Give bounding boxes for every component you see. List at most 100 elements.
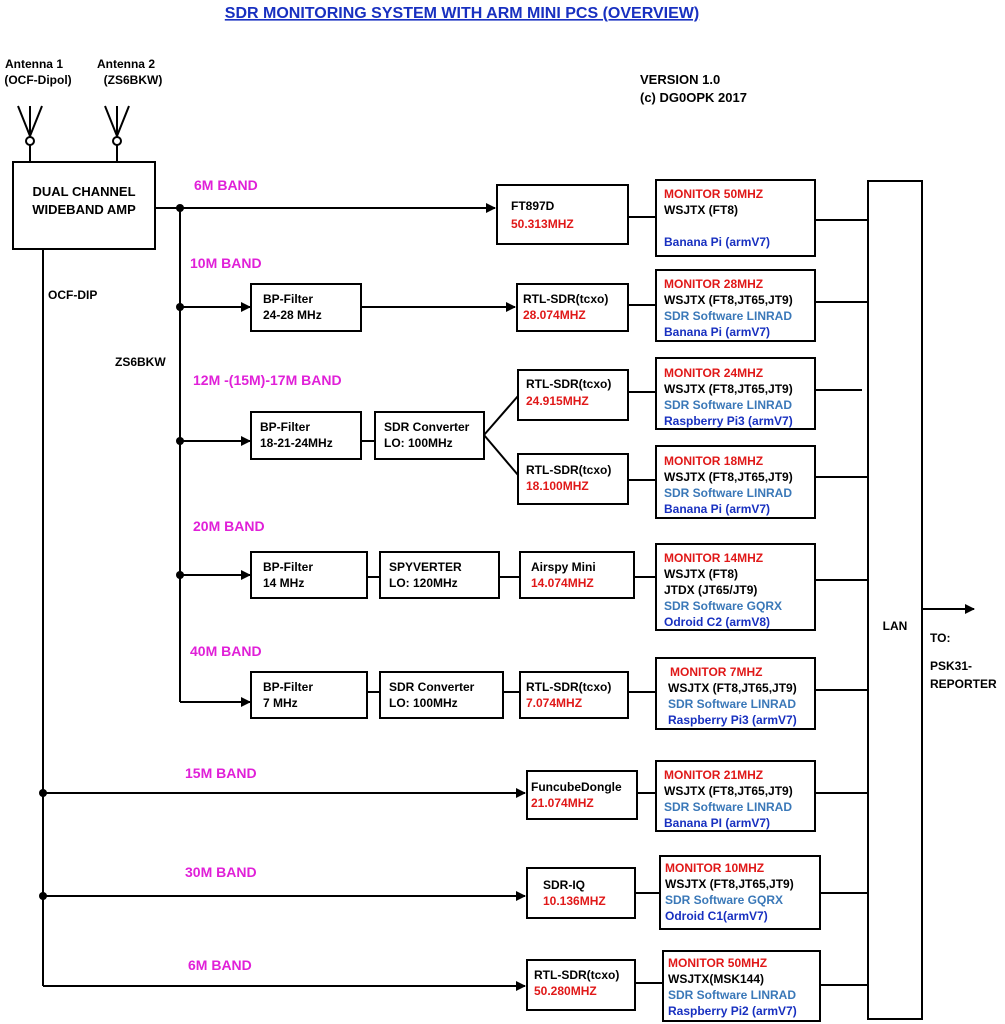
monitor-sdr-software: SDR Software GQRX — [664, 599, 782, 613]
monitor-software: WSJTX (FT8,JT65,JT9) — [664, 470, 793, 484]
antenna-2-type-label: (ZS6BKW) — [104, 73, 163, 87]
version-label: VERSION 1.0 — [640, 72, 720, 87]
band-label-10m: 10M BAND — [190, 255, 262, 271]
monitor-title: MONITOR 28MHZ — [664, 277, 763, 291]
filter-label: BP-Filter — [263, 560, 313, 574]
monitor-sdr-software: SDR Software GQRX — [665, 893, 783, 907]
receiver-freq: 50.313MHZ — [511, 217, 574, 231]
converter-lo: LO: 100MHz — [384, 436, 453, 450]
monitor-title: MONITOR 14MHZ — [664, 551, 763, 565]
monitor-10mhz: MONITOR 10MHZ WSJTX (FT8,JT65,JT9) SDR S… — [659, 855, 821, 930]
antenna-1-icon — [17, 105, 43, 162]
band-label-20m: 20M BAND — [193, 518, 265, 534]
monitor-sdr-software: SDR Software LINRAD — [664, 309, 792, 323]
monitor-title: MONITOR 50MHZ — [664, 187, 763, 201]
lan-label: LAN — [883, 619, 908, 633]
converter-lo: LO: 100MHz — [389, 696, 458, 710]
band-label-6m: 6M BAND — [194, 177, 258, 193]
monitor-14mhz: MONITOR 14MHZ WSJTX (FT8) JTDX (JT65/JT9… — [655, 543, 816, 631]
monitor-sdr-software: SDR Software LINRAD — [668, 697, 796, 711]
receiver-name: Airspy Mini — [531, 560, 596, 574]
monitor-board: Banana Pi (armV7) — [664, 502, 770, 516]
monitor-24mhz: MONITOR 24MHZ WSJTX (FT8,JT65,JT9) SDR S… — [655, 357, 816, 430]
receiver-rtl-50mhz: RTL-SDR(tcxo) 50.280MHZ — [526, 959, 636, 1011]
amp-label-2: WIDEBAND AMP — [32, 202, 136, 217]
diagram-title: SDR MONITORING SYSTEM WITH ARM MINI PCS … — [225, 5, 699, 22]
amp-label-1: DUAL CHANNEL — [32, 184, 135, 199]
antenna-2-label: Antenna 2 — [97, 57, 155, 71]
monitor-board: Odroid C1(armV7) — [665, 909, 768, 923]
receiver-name: RTL-SDR(tcxo) — [526, 463, 611, 477]
monitor-board: Raspberry Pi3 (armV7) — [668, 713, 797, 727]
zs6-feed-label: ZS6BKW — [115, 355, 166, 369]
band-label-6m-ocf: 6M BAND — [188, 957, 252, 973]
filter-label: BP-Filter — [260, 420, 310, 434]
filter-range: 18-21-24MHz — [260, 436, 333, 450]
monitor-software: WSJTX (FT8,JT65,JT9) — [664, 293, 793, 307]
receiver-freq: 7.074MHZ — [526, 696, 582, 710]
receiver-freq: 10.136MHZ — [543, 894, 606, 908]
band-label-12-17m: 12M -(15M)-17M BAND — [193, 372, 342, 388]
monitor-software: WSJTX (FT8,JT65,JT9) — [668, 681, 797, 695]
monitor-50mhz: MONITOR 50MHZ WSJTX (FT8) Banana Pi (arm… — [655, 179, 816, 257]
antenna-1-label: Antenna 1 — [5, 57, 63, 71]
output-reporter-2: REPORTER — [930, 677, 997, 691]
connection-lines — [43, 203, 975, 991]
monitor-21mhz: MONITOR 21MHZ WSJTX (FT8,JT65,JT9) SDR S… — [655, 760, 816, 832]
monitor-software: WSJTX (FT8,JT65,JT9) — [664, 784, 793, 798]
wideband-amp: DUAL CHANNEL WIDEBAND AMP — [12, 161, 156, 250]
monitor-software: WSJTX (FT8,JT65,JT9) — [664, 382, 793, 396]
monitor-board: Banana PI (armV7) — [664, 816, 770, 830]
copyright-label: (c) DG0OPK 2017 — [640, 90, 747, 105]
receiver-funcube: FuncubeDongle 21.074MHZ — [526, 770, 638, 820]
monitor-board: Banana Pi (armV7) — [664, 325, 770, 339]
monitor-board: Banana Pi (armV7) — [664, 235, 770, 249]
converter-label: SPYVERTER — [389, 560, 462, 574]
monitor-7mhz: MONITOR 7MHZ WSJTX (FT8,JT65,JT9) SDR So… — [655, 657, 816, 730]
receiver-rtl-24mhz: RTL-SDR(tcxo) 24.915MHZ — [517, 369, 629, 421]
converter-spyverter: SPYVERTER LO: 120MHz — [379, 551, 500, 599]
filter-18-21-24mhz: BP-Filter 18-21-24MHz — [250, 411, 362, 460]
filter-7mhz: BP-Filter 7 MHz — [250, 671, 368, 719]
antenna-2-icon — [104, 105, 130, 162]
monitor-sdr-software: SDR Software LINRAD — [664, 398, 792, 412]
receiver-freq: 14.074MHZ — [531, 576, 594, 590]
receiver-name: RTL-SDR(tcxo) — [534, 968, 619, 982]
monitor-28mhz: MONITOR 28MHZ WSJTX (FT8,JT65,JT9) SDR S… — [655, 269, 816, 342]
receiver-name: RTL-SDR(tcxo) — [523, 292, 608, 306]
filter-range: 7 MHz — [263, 696, 298, 710]
antenna-2: Antenna 2 (ZS6BKW) — [97, 57, 162, 162]
monitor-title: MONITOR 21MHZ — [664, 768, 763, 782]
filter-14mhz: BP-Filter 14 MHz — [250, 551, 368, 599]
receiver-rtl-28mhz: RTL-SDR(tcxo) 28.074MHZ — [516, 283, 629, 332]
monitor-title: MONITOR 18MHZ — [664, 454, 763, 468]
antenna-1: Antenna 1 (OCF-Dipol) — [4, 57, 72, 162]
filter-range: 24-28 MHz — [263, 308, 322, 322]
receiver-freq: 50.280MHZ — [534, 984, 597, 998]
output-to-label: TO: — [930, 631, 950, 645]
monitor-sdr-software: SDR Software LINRAD — [664, 486, 792, 500]
receiver-airspy: Airspy Mini 14.074MHZ — [519, 551, 635, 599]
monitor-software: WSJTX (FT8) — [664, 203, 738, 217]
monitor-18mhz: MONITOR 18MHZ WSJTX (FT8,JT65,JT9) SDR S… — [655, 445, 816, 519]
monitor-software: WSJTX(MSK144) — [668, 972, 764, 986]
receiver-freq: 28.074MHZ — [523, 308, 586, 322]
monitor-board: Raspberry Pi3 (armV7) — [664, 414, 793, 428]
receiver-name: RTL-SDR(tcxo) — [526, 680, 611, 694]
monitor-title: MONITOR 50MHZ — [668, 956, 767, 970]
filter-label: BP-Filter — [263, 680, 313, 694]
band-label-30m: 30M BAND — [185, 864, 257, 880]
monitor-title: MONITOR 10MHZ — [665, 861, 764, 875]
receiver-freq: 21.074MHZ — [531, 796, 594, 810]
receiver-rtl-18mhz: RTL-SDR(tcxo) 18.100MHZ — [517, 453, 629, 505]
junction-dots — [39, 204, 184, 900]
monitor-sdr-software: SDR Software LINRAD — [664, 800, 792, 814]
receiver-name: FT897D — [511, 199, 555, 213]
receiver-name: FuncubeDongle — [531, 780, 622, 794]
band-label-15m: 15M BAND — [185, 765, 257, 781]
monitor-software: WSJTX (FT8) — [664, 567, 738, 581]
monitor-title: MONITOR 7MHZ — [670, 665, 762, 679]
receiver-name: SDR-IQ — [543, 878, 585, 892]
monitor-sdr-software: SDR Software LINRAD — [668, 988, 796, 1002]
